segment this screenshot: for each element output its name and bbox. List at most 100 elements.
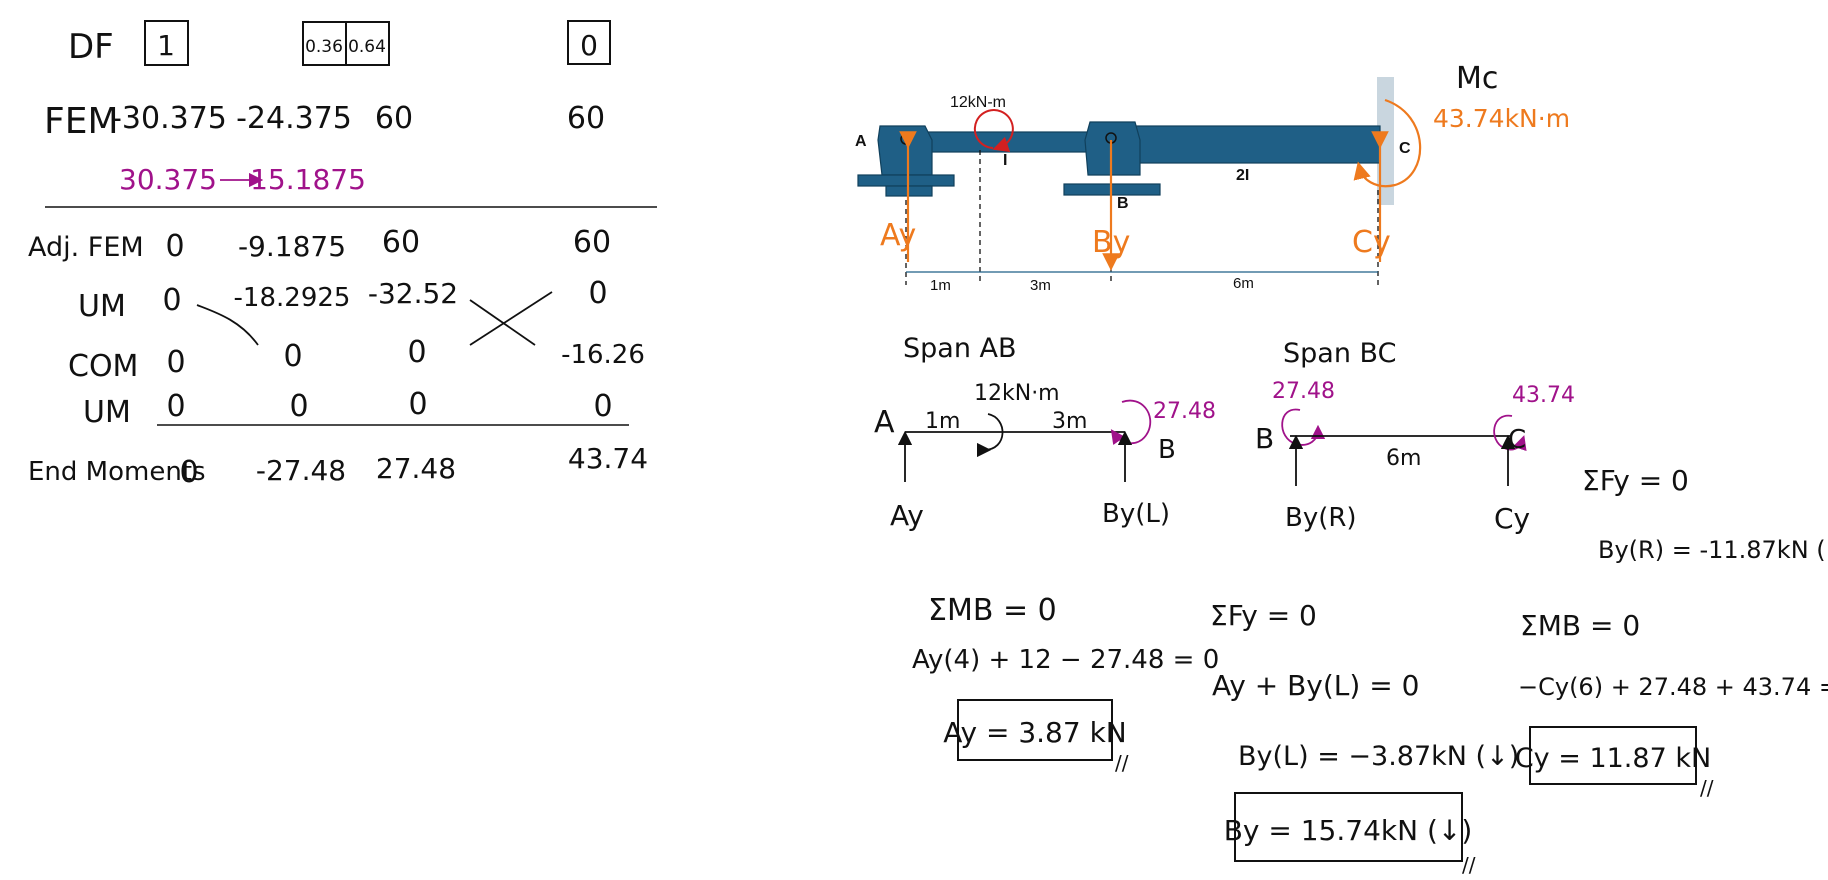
reaction-by: By xyxy=(1092,225,1130,260)
eq-ab-line1: ΣMB = 0 xyxy=(928,593,1057,628)
fem-cb: 60 xyxy=(567,101,605,136)
df-value-c: 0 xyxy=(580,29,598,62)
end-cb: 43.74 xyxy=(568,442,648,475)
beam-label-b: B xyxy=(1117,195,1129,212)
com-ba: 0 xyxy=(283,339,302,374)
df-box-bc xyxy=(345,21,390,66)
beam-span-ab xyxy=(904,131,1096,153)
um2-cb: 0 xyxy=(593,389,612,424)
span-ab-end-moment: 27.48 xyxy=(1153,399,1216,424)
um2-ba: 0 xyxy=(289,389,308,424)
um2-ab: 0 xyxy=(166,389,185,424)
inertia-ab: I xyxy=(1003,152,1007,169)
span-ab-title: Span AB xyxy=(903,333,1017,364)
com-label: COM xyxy=(68,349,138,384)
df-value-bc: 0.64 xyxy=(348,37,386,57)
fem-bc: 60 xyxy=(375,101,413,136)
df-value-ba: 0.36 xyxy=(305,37,343,57)
applied-moment-label: 12kN-m xyxy=(950,94,1006,111)
moment-distribution-table: DF 1 0.36 0.64 0 FEM -30.375 -24.375 60 … xyxy=(28,20,657,490)
eq-b-line2: Ay + By(L) = 0 xyxy=(1212,669,1419,702)
fem-ab: -30.375 xyxy=(111,101,227,136)
mc-value: 43.74kN·m xyxy=(1433,104,1570,133)
eq-b-result-box xyxy=(1234,792,1463,862)
span-bc-reaction-b: By(R) xyxy=(1285,503,1357,533)
end-ba: -27.48 xyxy=(256,454,346,487)
equation-block-ay: ΣMB = 0 Ay(4) + 12 − 27.48 = 0 Ay = 3.87… xyxy=(912,593,1219,775)
dim-6m: 6m xyxy=(1233,275,1254,292)
adj-cb: 60 xyxy=(573,225,611,260)
span-bc-moment-c: 43.74 xyxy=(1512,383,1575,408)
df-box-a xyxy=(144,20,189,66)
eq-ab-mark: // xyxy=(1115,751,1129,775)
adj-ba: -9.1875 xyxy=(238,230,346,263)
mc-label: Mc xyxy=(1456,61,1498,96)
eq-b-mark: // xyxy=(1462,853,1476,877)
adj-fem-label: Adj. FEM xyxy=(28,232,144,263)
eq-bc-line2: −Cy(6) + 27.48 + 43.74 = 0 xyxy=(1518,673,1828,701)
reaction-ay: Ay xyxy=(880,218,916,253)
eq-b-line1: ΣFy = 0 xyxy=(1210,599,1317,632)
span-ab-reaction-a: Ay xyxy=(890,499,924,532)
span-bc-title: Span BC xyxy=(1283,338,1396,369)
span-bc-moment-b-arrow xyxy=(1281,408,1326,446)
span-ab-dim1: 1m xyxy=(925,409,960,434)
span-ab-moment-arrow xyxy=(976,413,1004,458)
df-box-c xyxy=(567,20,611,65)
eq-b-result: By = 15.74kN (↓) xyxy=(1224,814,1473,847)
eq-bc-result-box xyxy=(1529,726,1697,785)
carry-from: 30.375 xyxy=(119,163,217,196)
beam-label-c: C xyxy=(1399,140,1411,157)
span-ab-moment-label: 12kN·m xyxy=(974,381,1060,406)
eq-ab-result-box xyxy=(957,699,1113,761)
span-bc-label-b: B xyxy=(1255,422,1274,455)
span-ab-label-a: A xyxy=(874,405,895,440)
eq-bc-line1: ΣMB = 0 xyxy=(1520,609,1640,642)
span-ab-fbd: Span AB 12kN·m A 1m 3m 27.48 B Ay By(L) xyxy=(874,333,1216,532)
end-moments-label: End Moments xyxy=(28,457,206,487)
carryover-line-ab xyxy=(196,304,259,346)
carryover-cross-2 xyxy=(469,291,553,346)
adj-bc: 60 xyxy=(382,225,420,260)
um1-label: UM xyxy=(78,289,126,324)
inertia-bc: 2I xyxy=(1236,167,1249,184)
com-bc: 0 xyxy=(407,335,426,370)
com-ab: 0 xyxy=(166,345,185,380)
eq-ab-line2: Ay(4) + 12 − 27.48 = 0 xyxy=(912,645,1219,675)
side-eq-line1: ΣFy = 0 xyxy=(1582,464,1689,497)
end-bc: 27.48 xyxy=(376,452,456,485)
equation-block-by: ΣFy = 0 Ay + By(L) = 0 By(L) = −3.87kN (… xyxy=(1210,599,1519,877)
adj-ab: 0 xyxy=(165,229,184,264)
fem-label: FEM xyxy=(44,101,119,142)
span-bc-dim: 6m xyxy=(1386,446,1421,471)
eq-bc-result: Cy = 11.87 kN xyxy=(1515,743,1711,774)
span-bc-reaction-c: Cy xyxy=(1494,502,1530,535)
applied-moment-arrow xyxy=(973,109,1014,152)
reaction-cy: Cy xyxy=(1352,225,1391,260)
com-cb: -16.26 xyxy=(561,340,645,370)
span-ab-reaction-b: By(L) xyxy=(1102,499,1170,529)
carryover-cross-1 xyxy=(469,299,536,346)
beam-figure: A B C I 2I 12kN-m 1m 3m 6m Ay By Cy Mc 4… xyxy=(855,61,1570,294)
carry-to: 15.1875 xyxy=(250,163,366,196)
beam-label-a: A xyxy=(855,133,867,150)
span-ab-end-moment-arrow xyxy=(1110,399,1152,446)
span-ab-label-b: B xyxy=(1158,435,1176,465)
eq-b-line3: By(L) = −3.87kN (↓) xyxy=(1238,741,1519,772)
mc-arrow xyxy=(1353,98,1422,188)
eq-bc-mark: // xyxy=(1700,776,1714,800)
span-bc-fbd: Span BC 27.48 B 6m 43.74 C By(R) Cy xyxy=(1255,338,1575,535)
span-bc-label-c: C xyxy=(1508,425,1526,455)
fem-ba: -24.375 xyxy=(236,101,352,136)
um1-cb: 0 xyxy=(588,276,607,311)
dim-1m: 1m xyxy=(930,277,951,294)
end-ab: 0 xyxy=(179,455,198,490)
equation-block-cy: ΣMB = 0 −Cy(6) + 27.48 + 43.74 = 0 Cy = … xyxy=(1515,609,1828,800)
span-bc-moment-b: 27.48 xyxy=(1272,379,1335,404)
um2-bc: 0 xyxy=(408,387,427,422)
side-equation: ΣFy = 0 By(R) = -11.87kN (↓) xyxy=(1582,464,1828,564)
eq-ab-result: Ay = 3.87 kN xyxy=(943,716,1127,749)
side-eq-line2: By(R) = -11.87kN (↓) xyxy=(1598,536,1828,564)
df-value-a: 1 xyxy=(157,29,175,62)
